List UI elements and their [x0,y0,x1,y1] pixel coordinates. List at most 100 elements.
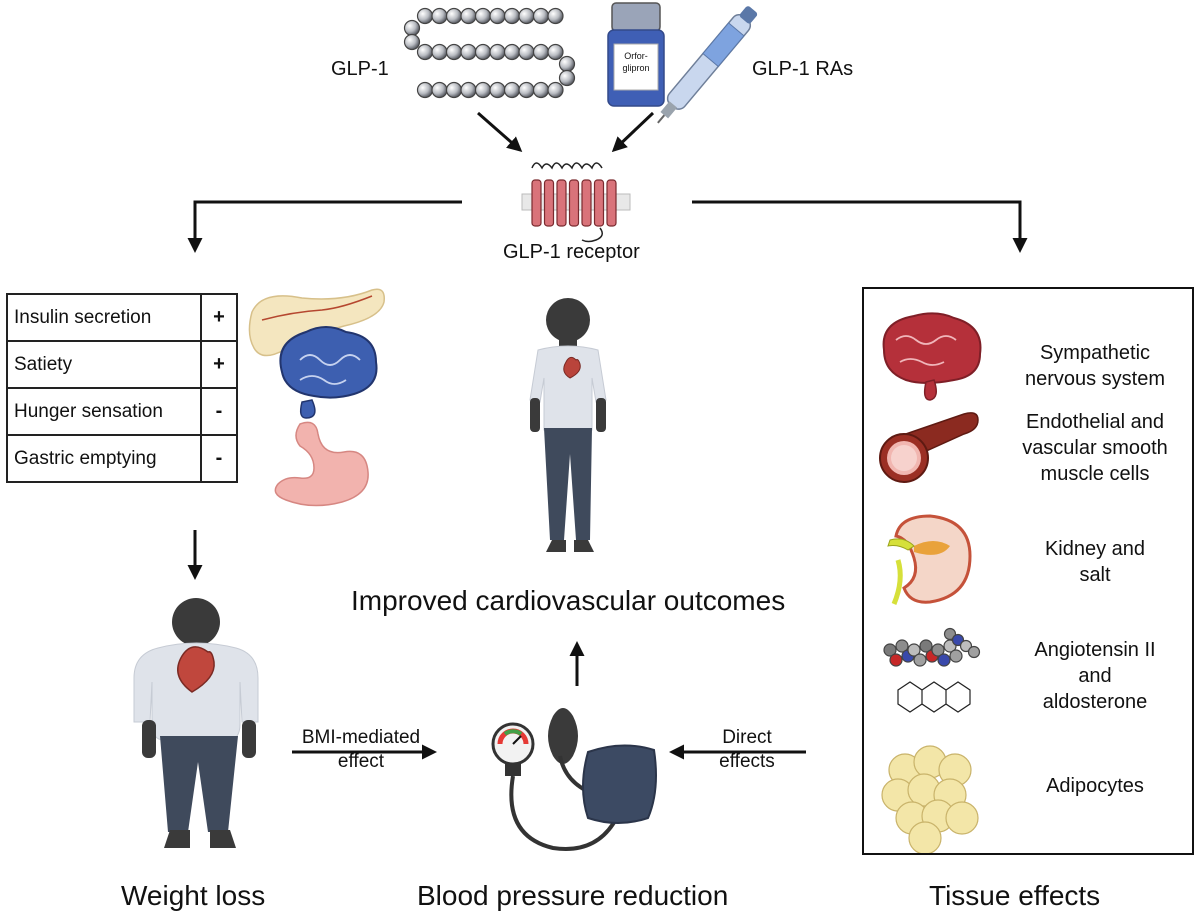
peptide-bead [445,43,463,61]
effects-table-row: Gastric emptying- [6,434,238,483]
peptide-bead [474,7,492,25]
molecule-atom [907,643,921,657]
tissue-label-line3: muscle cells [1040,463,1150,485]
tissue-label-line1: Kidney and [1044,538,1146,560]
molecule-atom [889,653,903,667]
arrow-receptor-to-left [187,200,462,253]
tissue-label-line2: salt [1079,564,1111,586]
peptide-bead [460,43,477,61]
peptide-bead [431,81,448,99]
molecule-atom [949,649,963,663]
person-healthy-icon [529,298,607,552]
peptide-bead [489,81,506,99]
pen-injector-icon [657,6,758,124]
person-overweight-icon [133,598,259,848]
effects-table-row: Insulin secretion+ [6,293,238,342]
effect-sign: + [200,293,238,342]
effects-table-row: Satiety+ [6,340,238,389]
brain-red-icon [882,312,982,401]
tissue-label-line1: Adipocytes [1046,775,1144,797]
pill-bottle-label: Orfor- glipron [614,50,658,74]
peptide-bead [431,7,448,25]
effects-table-row: Hunger sensation- [6,387,238,436]
molecule-atom [951,633,965,647]
bp-reduction-label: Blood pressure reduction [417,880,729,911]
tissue-label: Endothelial and vascular smooth muscle cel… [1010,409,1180,487]
molecule-atom [883,643,897,657]
glp1-receptor-icon [521,162,631,243]
receptor-helix [531,179,542,227]
peptide-bead [518,7,535,25]
glp1-receptor-label: GLP-1 receptor [503,241,640,263]
glp1-label: GLP-1 [331,58,389,80]
molecule-atom [919,639,933,653]
effect-name: Insulin secretion [6,293,202,342]
peptide-bead [431,43,448,61]
effect-sign: - [200,387,238,436]
weight-loss-label: Weight loss [121,880,266,911]
peptide-bead [547,81,564,99]
molecule-atom [967,645,981,659]
bmi-label-line1: BMI-mediated [301,727,421,748]
glp1-peptide-icon [403,7,576,99]
outcome-title: Improved cardiovascular outcomes [351,585,786,616]
fat-cell [945,801,979,835]
tissue-label: Sympathetic nervous system [1010,340,1180,392]
kidney-icon [887,514,972,605]
peptide-bead [503,43,521,61]
molecule-atom [931,643,945,657]
peptide-bead [518,43,535,61]
peptide-bead [518,81,535,99]
arrow-ras-to-receptor [611,111,655,153]
pill-label-line1: Orfor- [624,51,648,61]
molecule-atom [913,653,927,667]
bmi-mediated-label: BMI-mediated effect [285,726,437,774]
effect-name: Hunger sensation [6,387,202,436]
peptide-bead [445,7,463,25]
stomach-icon [274,421,369,507]
molecule-atom [959,639,973,653]
effect-sign: - [200,434,238,483]
effect-name: Satiety [6,340,202,389]
peptide-bead [445,81,463,99]
tissue-label-line2: vascular smooth [1022,437,1168,459]
peptide-bead [532,81,550,99]
tissue-label-line1: Sympathetic [1039,342,1151,364]
receptor-helix [543,179,555,227]
pancreas-icon [248,288,385,357]
peptide-bead [558,69,576,87]
peptide-bead [547,43,564,61]
peptide-bead [489,7,506,25]
brain-blue-icon [279,326,378,419]
peptide-bead [489,43,506,61]
direct-label-line2: effects [719,751,775,772]
peptide-bead [474,43,492,61]
peptide-bead [460,7,477,25]
tissue-label-line2: nervous system [1024,368,1166,390]
peptide-bead [547,7,564,25]
peptide-bead [503,81,521,99]
receptor-helix [581,179,592,227]
peptide-bead [503,7,521,25]
peptide-bead [532,43,550,61]
direct-effects-label: Direct effects [700,726,794,774]
peptide-bead [416,81,434,99]
tissue-label: Adipocytes [1010,773,1180,799]
hormone-molecule-icon [883,627,981,713]
peptide-bead [416,7,434,25]
tissue-label-line1: Endothelial and [1026,411,1164,433]
peptide-bead [532,7,550,25]
peptide-bead [460,81,477,99]
peptide-bead [403,19,421,37]
pill-label-line2: glipron [622,63,650,73]
receptor-helix [593,179,605,227]
glp1-ras-label: GLP-1 RAs [752,58,854,80]
bmi-label-line2: effect [337,751,385,772]
peptide-bead [416,43,434,61]
blood-pressure-monitor-icon [491,708,657,851]
blood-vessel-icon [879,412,979,483]
effect-sign: + [200,340,238,389]
arrow-glp1-to-receptor [477,111,523,152]
